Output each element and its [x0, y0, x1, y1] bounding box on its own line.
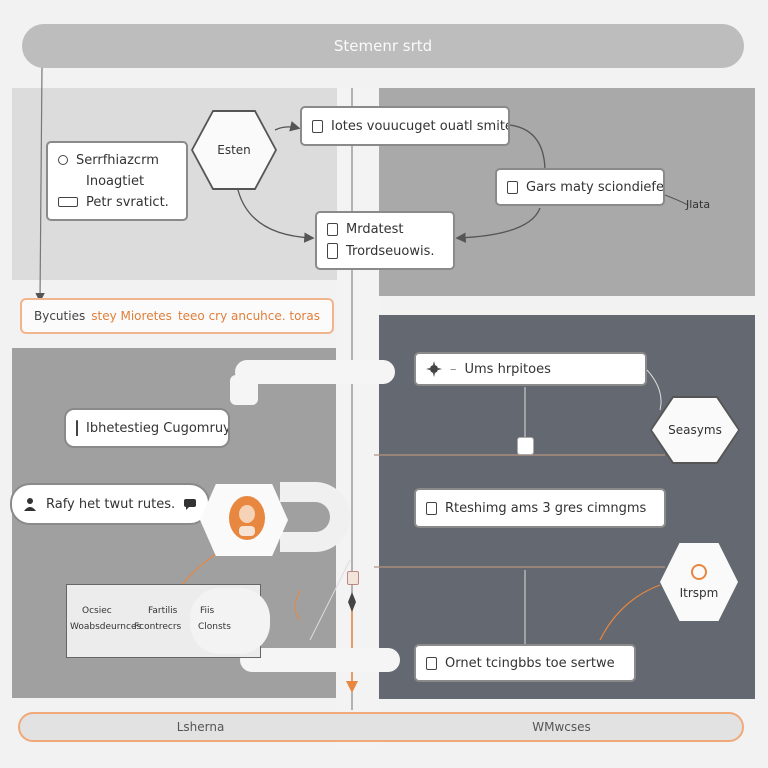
diagram-title-bar: Stemenr srtd — [22, 24, 744, 68]
chat-icon — [184, 499, 197, 510]
bottom-right-box-1[interactable]: – Ums hrpitoes — [414, 352, 647, 386]
bottom-right-box-3-label: Ornet tcingbbs toe sertwe — [445, 655, 615, 671]
bottom-right-box-2[interactable]: Rteshimg ams 3 gres cimngms — [414, 488, 666, 528]
top-right-box-label: Gars maty sciondiefess — [526, 179, 665, 195]
lower-hexagon-node[interactable]: Itrspm — [660, 543, 738, 621]
mid-center-box-line2: Trordseuowis. — [346, 243, 435, 259]
footer-right-label: WMwcses — [532, 720, 591, 734]
cluster-col2-bottom: Fcontrecrs — [134, 622, 182, 632]
top-right-box[interactable]: Gars maty sciondiefess — [495, 168, 665, 206]
mid-center-box[interactable]: Mrdatest Trordseuowis. — [315, 211, 455, 270]
bottom-left-pill-2-label: Rafy het twut rutes. — [46, 496, 176, 512]
legend-item-2: stey Mioretes — [91, 309, 172, 323]
pipe-connector — [280, 482, 350, 552]
top-hexagon-label: Esten — [217, 143, 251, 157]
cluster-labels: Ocsiec Woabsdeurnces Fartilis Fcontrecrs… — [70, 604, 280, 644]
junction-node — [517, 437, 534, 455]
mid-center-box-line1: Mrdatest — [346, 222, 404, 237]
bottom-right-box-3[interactable]: Ornet tcingbbs toe sertwe — [414, 644, 636, 682]
cluster-col1-bottom: Woabsdeurnces — [70, 622, 142, 632]
bottom-right-box-1-label: Ums hrpitoes — [464, 361, 551, 377]
right-hexagon-label: Seasyms — [668, 423, 722, 437]
bottom-left-pill-1[interactable]: Ibhetestieg Cugomruy — [64, 408, 230, 448]
legend-item-1: Bycuties — [34, 309, 86, 323]
footer-left-label: Lsherna — [176, 720, 225, 734]
cluster-col3-bottom: Clonsts — [198, 622, 231, 632]
top-left-card: Serrfhiazcrm Inoagtiet Petr svratict. — [46, 141, 188, 221]
spine-arrow-icon — [348, 592, 356, 612]
gear-icon — [426, 361, 442, 377]
footer-bar: Lsherna WMwcses — [18, 712, 744, 742]
document-icon — [426, 501, 437, 515]
dash-icon: – — [450, 361, 457, 377]
file-icon — [327, 223, 338, 236]
bottom-right-box-2-label: Rteshimg ams 3 gres cimngms — [445, 500, 647, 516]
document-icon — [426, 656, 437, 670]
top-left-card-line2: Inoagtiet — [86, 173, 145, 189]
pipe-connector — [240, 648, 400, 672]
top-right-side-label: Jlata — [686, 198, 711, 211]
document-icon — [312, 119, 323, 133]
target-icon — [691, 564, 707, 580]
legend-bar: Bycuties stey Mioretes teeo cry ancuhce.… — [20, 298, 334, 334]
top-center-box[interactable]: Iotes vouucuget ouatl smites — [300, 106, 510, 146]
top-center-box-label: Iotes vouucuget ouatl smites — [331, 118, 510, 134]
document-icon — [507, 180, 518, 194]
pipe-connector — [235, 360, 395, 384]
top-left-card-line1: Serrfhiazcrm — [76, 152, 159, 168]
lower-hexagon-label: Itrspm — [679, 586, 719, 600]
cluster-col2-top: Fartilis — [148, 606, 178, 616]
cluster-overlay — [190, 588, 270, 654]
cluster-col3-top: Fiis — [200, 606, 215, 616]
cluster-col1-top: Ocsiec — [82, 606, 112, 616]
bottom-left-pill-1-label: Ibhetestieg Cugomruy — [86, 420, 230, 436]
circle-icon — [58, 155, 68, 165]
person-icon — [24, 498, 36, 511]
grid-icon — [327, 243, 338, 259]
avatar-icon — [229, 496, 265, 540]
bottom-left-pill-2[interactable]: Rafy het twut rutes. — [10, 483, 210, 525]
pipe-connector — [230, 375, 258, 405]
tag-icon — [58, 197, 78, 207]
junction-node — [347, 571, 359, 585]
legend-item-3: teeo cry ancuhce. toras — [177, 309, 320, 323]
flag-icon — [76, 420, 78, 436]
top-left-card-line3: Petr svratict. — [86, 194, 169, 210]
